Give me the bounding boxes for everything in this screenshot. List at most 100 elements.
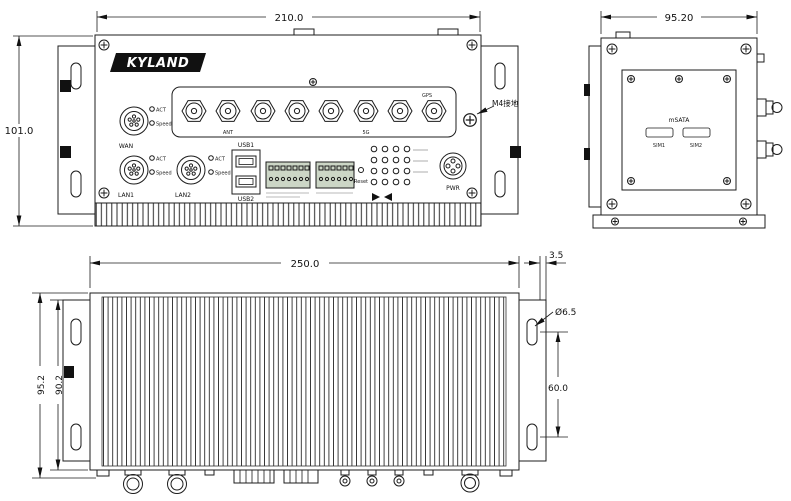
screw-icon [740,43,752,55]
pwr-connector: PWR [439,152,467,192]
mount-slot [526,318,538,346]
antenna-panel: ANT 5G GPS [171,86,457,138]
antenna-connector-bottom [366,475,378,487]
antenna-connector [318,100,344,122]
screw-icon [723,177,731,185]
antenna-connector [250,100,276,122]
front-height-dimension: 101.0 [1,35,93,227]
screw-icon [675,75,683,83]
mount-slot [526,423,538,451]
screw-icon [627,75,635,83]
act-led [149,106,155,112]
m12-connector-bottom [167,474,187,494]
sim1-slot [645,127,674,138]
screw-icon [606,198,618,210]
screw-icon [606,43,618,55]
antenna-connector-bottom [393,475,405,487]
act-led [208,155,214,161]
hole-spacing-dimension: 60.0 [540,331,573,438]
ground-screw-icon [463,113,477,127]
front-left-bracket [57,45,96,215]
ant-label: ANT [223,130,234,136]
outer-height-value: 95.2 [37,375,47,395]
act-led [149,155,155,161]
speed-led [149,120,155,126]
act-label: ACT [156,108,167,114]
front-view: 210.0 101.0 [1,10,521,227]
pwr-label: PWR [446,185,460,192]
bottom-connector-row [96,469,513,494]
screw-icon [98,187,110,199]
bracket-offset-value: 3.5 [549,251,563,261]
reset-label: Reset [354,179,368,185]
front-width-value: 210.0 [275,13,304,24]
body-height-dimension: 90.2 [50,299,88,471]
mount-slot [70,62,82,90]
antenna-connector [215,100,241,122]
side-width-value: 95.20 [665,13,694,24]
msata-label: mSATA [669,117,691,124]
lan2-label: LAN2 [175,192,191,199]
lan2-connector: LAN2 ACT Speed [175,155,231,199]
service-door: mSATA SIM1 SIM2 [621,69,737,191]
mount-slot [494,62,506,90]
terminal-block-1 [265,161,311,198]
terminal-block-bottom [283,469,319,484]
screw-icon [739,217,747,226]
antenna-connector [421,100,447,122]
hole-spacing-value: 60.0 [548,384,568,394]
brand-logo: KYLAND [110,53,206,72]
act-label: ACT [156,157,167,163]
lan1-connector: LAN1 ACT Speed [118,155,172,199]
screw-icon [723,75,731,83]
side-connectors [756,53,783,159]
hole-diameter-callout: Ø6.5 [534,307,576,327]
terminal-block-2 [315,161,355,194]
reset-button: Reset [354,167,368,185]
body-height-value: 90.2 [55,375,65,395]
bottom-left-bracket [62,299,91,462]
mount-slot [494,170,506,198]
sim1-label: SIM1 [653,143,665,149]
front-height-value: 101.0 [5,126,34,137]
screw-icon [611,217,619,226]
front-chassis [94,28,482,227]
mount-slot [70,318,82,346]
speed-led [208,169,214,175]
usb1-label: USB1 [238,142,254,149]
mount-slot [70,423,82,451]
speed-label: Speed [215,171,231,177]
usb-ports: USB1 USB2 [231,142,261,203]
led-matrix [370,145,428,201]
5g-label: 5G [362,130,369,136]
outer-height-dimension: 95.2 [32,292,96,479]
act-label: ACT [215,157,226,163]
antenna-connector-bottom [339,475,351,487]
hole-diameter-value: Ø6.5 [555,307,576,318]
wan-connector: WAN ACT Speed [119,106,172,150]
ground-label: M4接地 [492,98,519,108]
ground-point: M4接地 [463,98,519,127]
antenna-connector [387,100,413,122]
bottom-view: 250.0 3.5 95.2 90.2 [32,251,576,494]
screw-icon [740,198,752,210]
side-width-dimension: 95.20 [600,10,758,34]
pwr-connector-bottom [460,473,480,493]
m12-connector-bottom [123,474,143,494]
bottom-chassis [89,292,520,471]
speed-label: Speed [156,122,172,128]
antenna-connector [284,100,310,122]
usb2-label: USB2 [238,196,254,203]
side-chassis [584,31,766,229]
antenna-connector [181,100,207,122]
front-right-bracket [480,45,521,215]
mount-slot [70,170,82,198]
screw-icon [466,39,478,51]
front-width-dimension: 210.0 [96,10,481,32]
screw-icon [309,78,317,86]
terminal-block-bottom [233,469,275,484]
sim2-slot [682,127,711,138]
side-view: 95.20 mSATA SIM1 SIM [584,10,783,229]
